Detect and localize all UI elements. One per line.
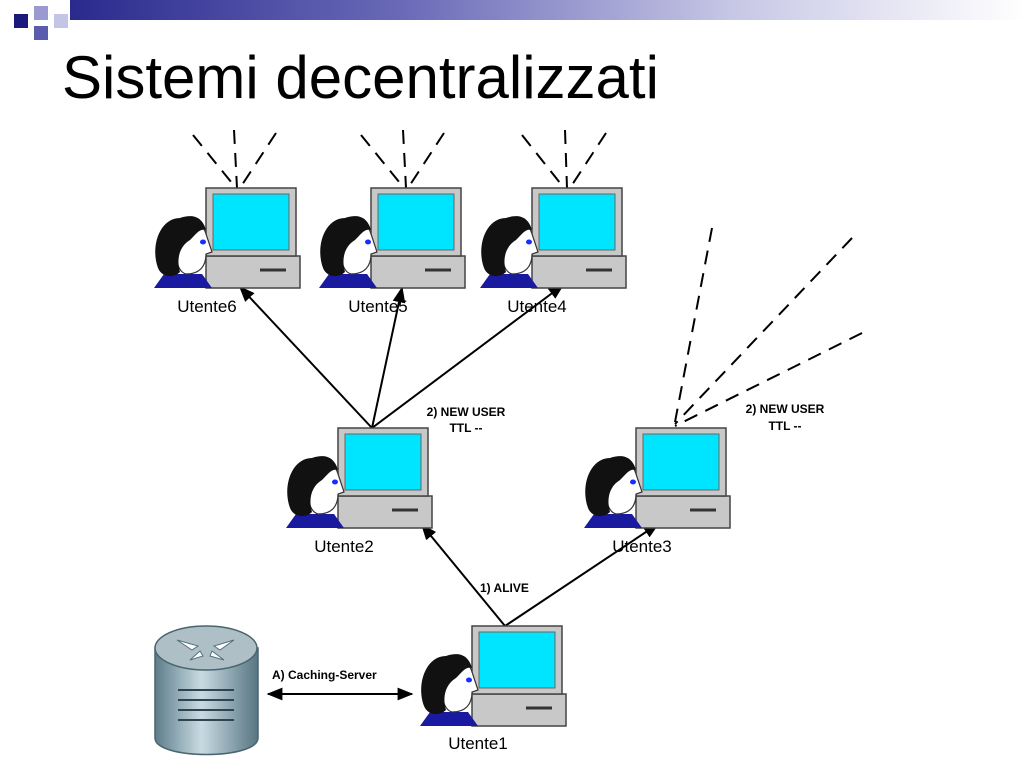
arrow-utente1-utente2 [420, 523, 506, 627]
title-accent-square [34, 26, 48, 40]
user-workstation-icon [582, 426, 732, 530]
arrow-utente2-utente5 [371, 286, 406, 429]
user-workstation-icon [478, 186, 628, 290]
broadcast-rays [192, 129, 863, 427]
message-ttl-right: TTL -- [768, 419, 801, 433]
arrow-utente2-utente4 [371, 284, 565, 429]
node-label-utente1: Utente1 [448, 734, 508, 753]
node-label-utente4: Utente4 [507, 297, 567, 316]
user-workstation-icon [317, 186, 467, 290]
slide-title: Sistemi decentralizzati [62, 44, 659, 111]
user-workstation-icon [152, 186, 302, 290]
message-new-user-right: 2) NEW USER [746, 402, 825, 416]
message-alive: 1) ALIVE [480, 581, 529, 595]
title-accent-bar [70, 0, 1024, 20]
arrow-utente2-utente6 [238, 285, 373, 429]
arrow-utente1-utente3 [504, 523, 660, 627]
title-accent-square [34, 6, 48, 20]
node-label-utente3: Utente3 [612, 537, 672, 556]
user-workstation-icon [418, 624, 568, 728]
message-caching-server: A) Caching-Server [272, 668, 377, 682]
node-label-utente2: Utente2 [314, 537, 374, 556]
message-new-user-left: 2) NEW USER [427, 405, 506, 419]
message-ttl-left: TTL -- [449, 421, 482, 435]
server-icon [154, 625, 259, 756]
node-label-utente5: Utente5 [348, 297, 408, 316]
user-workstation-icon [284, 426, 434, 530]
node-label-utente6: Utente6 [177, 297, 237, 316]
title-accent-square [54, 14, 68, 28]
title-accent-square [14, 14, 28, 28]
